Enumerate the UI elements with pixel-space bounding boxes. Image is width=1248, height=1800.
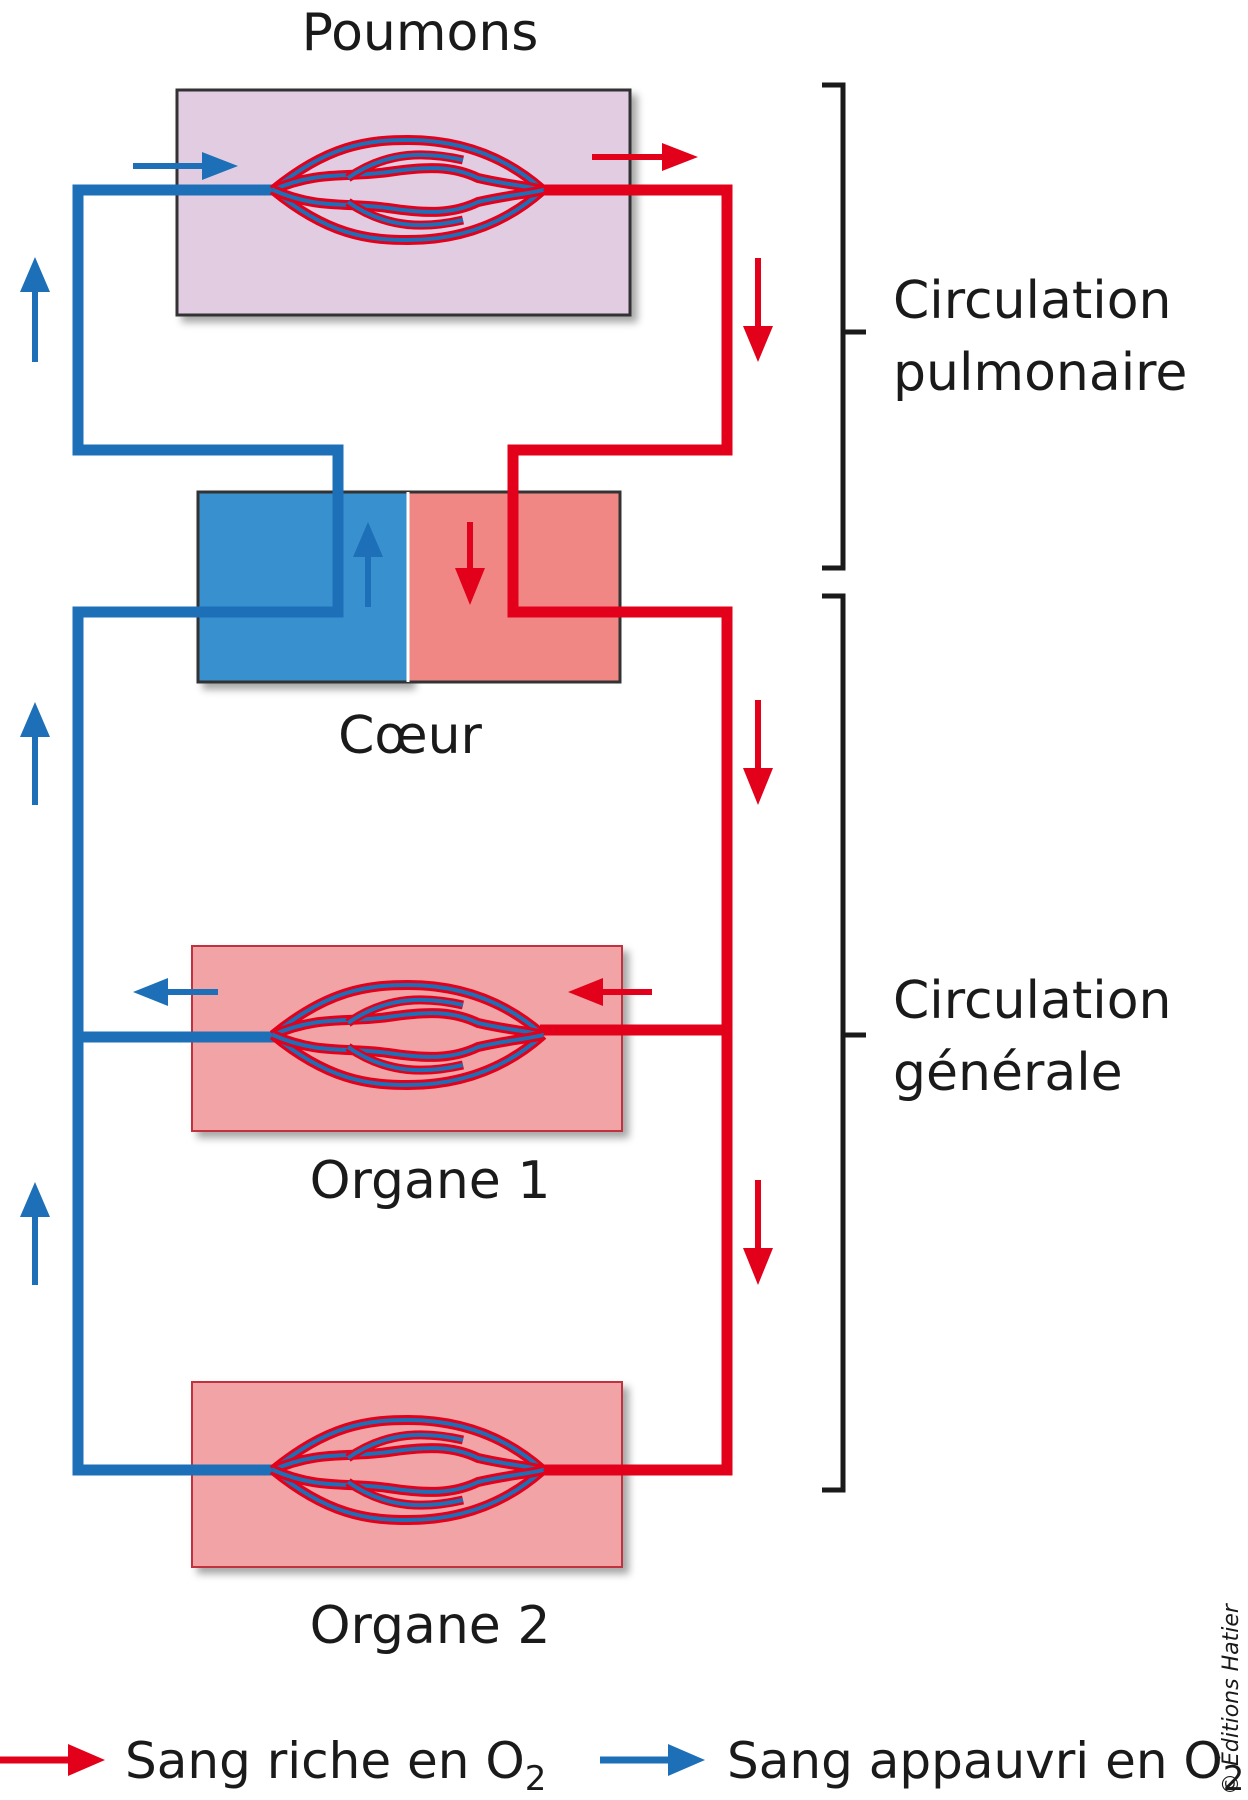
legend-oxygenated-subscript: 2 [525,1759,547,1799]
general-circulation-label-line1: Circulation [893,971,1171,1031]
copyright-text: © Éditions Hatier [1218,1602,1244,1795]
legend: Sang riche en O2 Sang appauvri en O2 [0,1732,1244,1799]
svg-text:Sang riche en O2: Sang riche en O2 [125,1732,546,1799]
blue-flow-arrows [20,152,383,1285]
pulmonary-circulation-label-line1: Circulation [893,271,1171,331]
oxygenated-vessels [507,184,733,1476]
lungs-label: Poumons [302,3,539,63]
legend-oxygenated-text: Sang riche en O [125,1732,525,1790]
lungs-box [175,88,632,317]
legend-deoxygenated-text: Sang appauvri en O [727,1732,1223,1790]
bracket-pulmonary [822,82,866,571]
legend-deoxygenated: Sang appauvri en O2 [600,1732,1244,1799]
organ1-label: Organe 1 [310,1151,551,1211]
heart-label: Cœur [338,706,482,766]
red-flow-arrows [455,143,773,1285]
deoxygenated-vessels [72,184,344,1476]
legend-oxygenated: Sang riche en O2 [0,1732,546,1799]
pulmonary-circulation-label-line2: pulmonaire [893,343,1187,403]
bracket-general [822,593,866,1493]
svg-text:Sang appauvri en O2: Sang appauvri en O2 [727,1732,1244,1799]
heart-right-chamber [196,490,410,684]
organ2-label: Organe 2 [310,1596,551,1656]
legend-deoxygenated-subscript: 2 [1223,1759,1245,1799]
general-circulation-label-line2: générale [893,1043,1123,1103]
